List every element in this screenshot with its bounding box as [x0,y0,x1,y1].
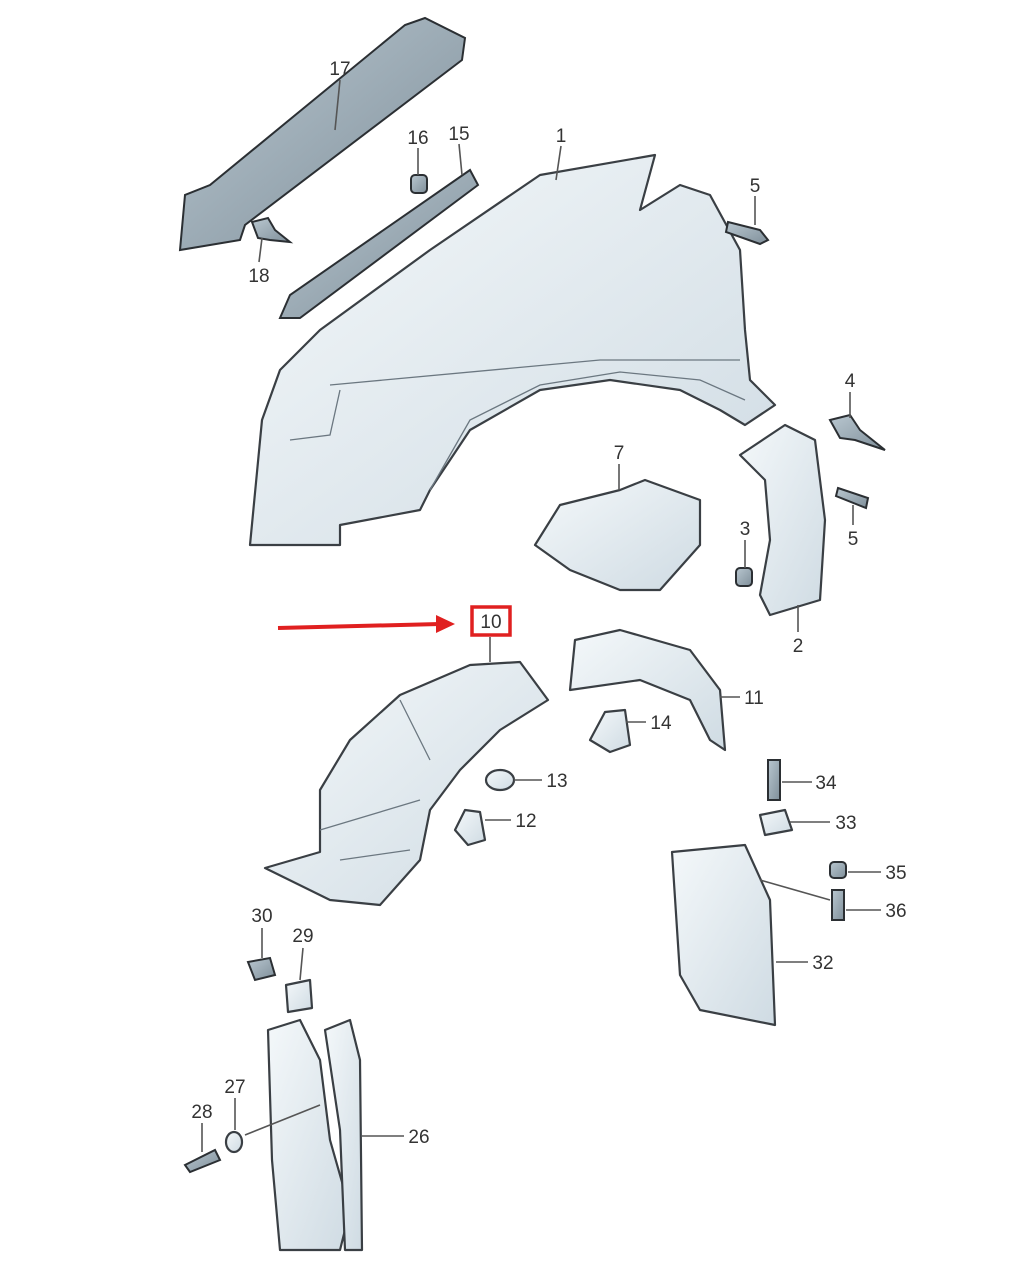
part-16-clip [410,174,428,194]
leader-lines [201,79,881,1152]
callout-29: 29 [292,926,313,947]
part-7-bracket [533,478,702,592]
part-30-screw [246,956,277,982]
part-5-bolt-lower [834,486,870,510]
callout-10: 10 [480,612,501,633]
callout-4: 4 [845,371,856,392]
callout-12: 12 [515,811,536,832]
callout-16: 16 [407,128,428,149]
part-1-fender [248,153,777,547]
callout-28: 28 [191,1102,212,1123]
part-15-seal [278,168,480,319]
callout-3: 3 [740,519,751,540]
part-28-bolt [183,1148,222,1174]
part-3-nut [735,567,753,587]
callout-11: 11 [744,688,764,709]
part-11-liner [568,628,727,752]
callout-1: 1 [556,126,567,147]
callout-18: 18 [248,266,269,287]
part-13-nut [484,768,516,792]
part-10-wheel-housing-liner [263,660,550,907]
callout-32: 32 [812,953,833,974]
part-12-rivet [453,808,487,847]
callout-36: 36 [885,901,906,922]
part-5-bolt [724,220,770,246]
callout-labels: 17 16 15 1 5 18 4 7 3 5 2 10 11 14 13 12… [191,59,906,1148]
callout-7: 7 [614,443,625,464]
callout-13: 13 [546,771,567,792]
callout-30: 30 [251,906,272,927]
callout-26: 26 [408,1127,429,1148]
highlight-arrow [277,615,455,633]
part-14-expanding-rivet [588,708,632,754]
part-34-screw [767,759,781,801]
callout-35: 35 [885,863,906,884]
callout-2: 2 [793,636,804,657]
part-32-mud-flap [670,843,777,1027]
callout-14: 14 [650,713,672,734]
part-29-clip [284,978,314,1014]
part-17-trim-strip [178,16,467,252]
part-35-nut [829,861,847,879]
highlight-box-part-10 [470,605,512,637]
callout-15: 15 [448,124,469,145]
callout-33: 33 [835,813,856,834]
part-33-clip [758,808,794,837]
part-18-clip [250,216,294,244]
part-4-bolt [828,413,886,451]
part-26-mud-flap-side [323,1018,364,1252]
callout-27: 27 [224,1077,245,1098]
callout-34: 34 [815,773,837,794]
part-27-washer [224,1130,244,1154]
callout-17: 17 [329,59,350,80]
part-36-bolt [831,889,845,921]
part-2-bracket [738,423,827,617]
callout-5-lower: 5 [848,529,859,550]
callout-5: 5 [750,176,761,197]
